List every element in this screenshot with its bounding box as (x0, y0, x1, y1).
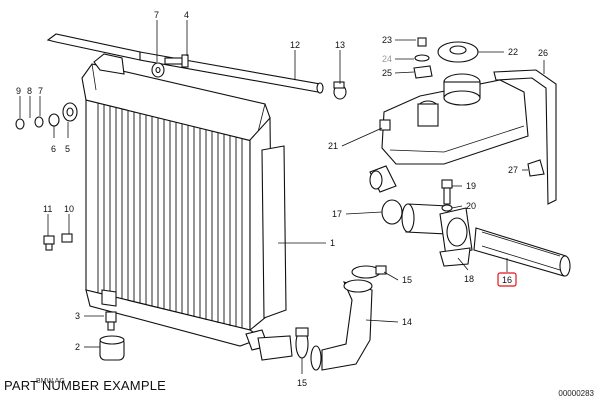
drain-plug-10 (61, 233, 73, 243)
catalog-number: 00000283 (558, 389, 594, 398)
label-part-22[interactable]: 22 (508, 47, 518, 57)
label-part-11[interactable]: 11 (43, 204, 52, 214)
label-part-27[interactable]: 27 (508, 165, 518, 175)
label-part-17[interactable]: 17 (332, 209, 342, 219)
expansion-tank (369, 73, 529, 193)
radiator-hose-16 (473, 227, 571, 277)
radiator-core-fins (97, 103, 243, 328)
label-part-26[interactable]: 26 (538, 48, 548, 58)
label-part-6[interactable]: 6 (51, 144, 56, 154)
label-part-18[interactable]: 18 (464, 274, 474, 284)
label-part-8[interactable]: 8 (27, 86, 32, 96)
label-part-13[interactable]: 13 (335, 40, 345, 50)
bmw-logo: BMW AG (36, 378, 65, 385)
bolt-7 (164, 54, 189, 68)
rubber-mount-2 (99, 335, 125, 361)
left-fastener-stack (15, 102, 78, 130)
label-part-25[interactable]: 25 (382, 68, 392, 78)
mount-3 (105, 311, 117, 331)
label-part-12[interactable]: 12 (290, 40, 300, 50)
part-labels: 7 4 12 13 9 8 7 6 5 11 10 3 2 1 23 24 25… (16, 10, 548, 388)
highlight-box-part-16 (497, 272, 517, 287)
label-part-15-lower[interactable]: 15 (297, 378, 307, 388)
pressure-cap-22 (437, 41, 479, 63)
diagram-caption: PART NUMBER EXAMPLE (4, 378, 167, 393)
hose-clamp-15-upper (351, 265, 387, 279)
cap-hardware (413, 37, 433, 79)
label-part-3[interactable]: 3 (75, 311, 80, 321)
label-part-15-upper[interactable]: 15 (402, 275, 412, 285)
label-part-5[interactable]: 5 (65, 144, 70, 154)
label-part-19[interactable]: 19 (466, 181, 476, 191)
leader-lines (19, 20, 545, 374)
radiator (81, 53, 287, 351)
washer-4 (151, 62, 165, 78)
label-part-9[interactable]: 9 (16, 86, 21, 96)
label-part-7-left[interactable]: 7 (38, 86, 43, 96)
label-part-20[interactable]: 20 (466, 201, 476, 211)
label-part-21[interactable]: 21 (328, 141, 338, 151)
thermostat-housing-18 (439, 207, 473, 267)
label-part-7[interactable]: 7 (154, 10, 159, 20)
label-part-24[interactable]: 24 (382, 54, 392, 64)
label-part-10[interactable]: 10 (64, 204, 74, 214)
label-part-23[interactable]: 23 (382, 35, 392, 45)
lower-hose-stub (257, 335, 322, 371)
overflow-hose-26 (493, 69, 557, 205)
hose-clamp-17 (381, 199, 403, 225)
bolt-19 (441, 179, 453, 205)
label-part-16[interactable]: 16 (502, 275, 512, 285)
clamp-13 (333, 81, 347, 100)
label-part-14[interactable]: 14 (402, 317, 412, 327)
clip-27 (527, 159, 545, 177)
bolt-11 (43, 235, 55, 251)
label-part-2[interactable]: 2 (75, 342, 80, 352)
label-part-1[interactable]: 1 (330, 238, 335, 248)
lower-hose-14 (321, 279, 373, 371)
hose-clamp-15-lower (295, 327, 309, 359)
label-part-4[interactable]: 4 (184, 10, 189, 20)
washer-20 (441, 204, 453, 212)
